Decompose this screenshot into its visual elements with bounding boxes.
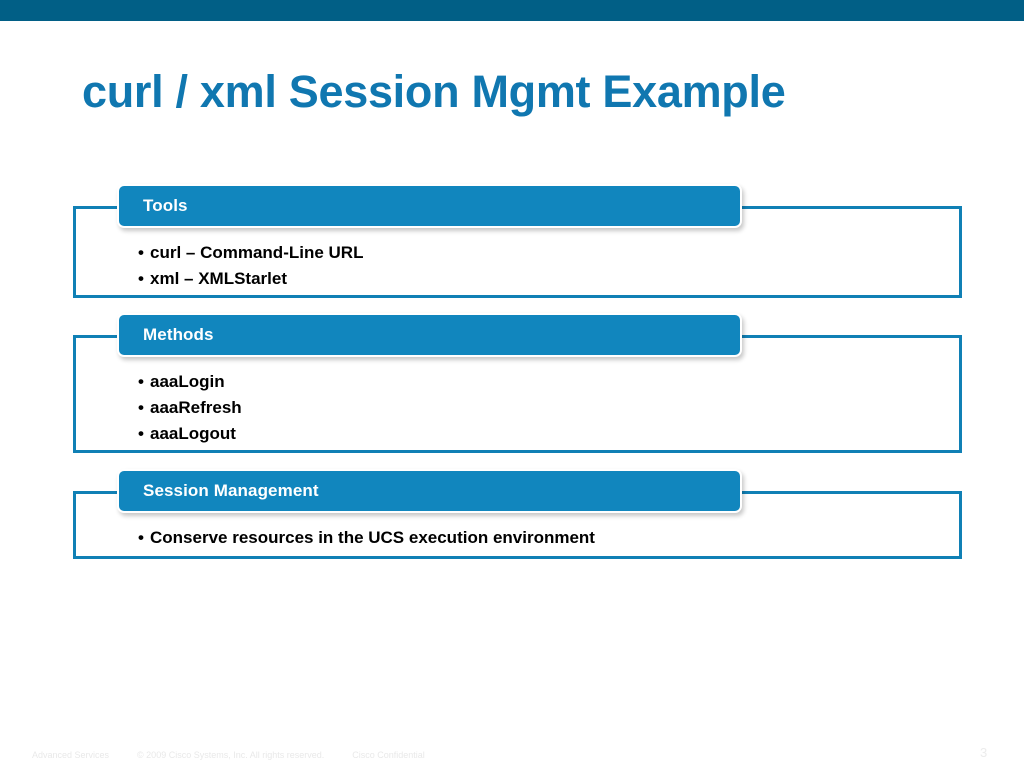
list-item: • curl – Command-Line URL [138, 240, 363, 266]
section-header-methods[interactable]: Methods [117, 313, 742, 357]
list-item-label: curl – Command-Line URL [150, 243, 364, 262]
list-item: • aaaLogout [138, 421, 242, 447]
list-item: • aaaRefresh [138, 395, 242, 421]
list-item: • Conserve resources in the UCS execution… [138, 525, 595, 551]
list-item: • xml – XMLStarlet [138, 266, 363, 292]
section-header-label: Tools [143, 196, 188, 215]
list-item-label: aaaLogin [150, 372, 225, 391]
page-title: curl / xml Session Mgmt Example [82, 66, 786, 117]
section-header-label: Methods [143, 325, 214, 344]
list-item-label: xml – XMLStarlet [150, 269, 287, 288]
page-number: 3 [980, 745, 988, 760]
section-bullets-methods: • aaaLogin • aaaRefresh • aaaLogout [138, 369, 242, 447]
section-bullets-tools: • curl – Command-Line URL • xml – XMLStarl… [138, 240, 363, 292]
list-item-label: aaaRefresh [150, 398, 242, 417]
list-item: • aaaLogin [138, 369, 242, 395]
footer-classification: Cisco Confidential [352, 750, 425, 760]
list-item-label: aaaLogout [150, 424, 236, 443]
bullet-icon: • [138, 398, 144, 417]
section-header-session-management[interactable]: Session Management [117, 469, 742, 513]
footer-business-unit: Advanced Services [32, 750, 110, 760]
section-header-tools[interactable]: Tools [117, 184, 742, 228]
top-accent-bar [0, 0, 1024, 21]
bullet-icon: • [138, 269, 144, 288]
section-bullets-session-management: • Conserve resources in the UCS execution… [138, 525, 595, 551]
footer: Advanced Services © 2009 Cisco Systems, … [32, 750, 425, 760]
section-header-label: Session Management [143, 481, 319, 500]
bullet-icon: • [138, 528, 144, 547]
footer-copyright: © 2009 Cisco Systems, Inc. All rights re… [137, 750, 325, 760]
list-item-label: Conserve resources in the UCS execution … [150, 528, 595, 547]
bullet-icon: • [138, 424, 144, 443]
bullet-icon: • [138, 243, 144, 262]
bullet-icon: • [138, 372, 144, 391]
